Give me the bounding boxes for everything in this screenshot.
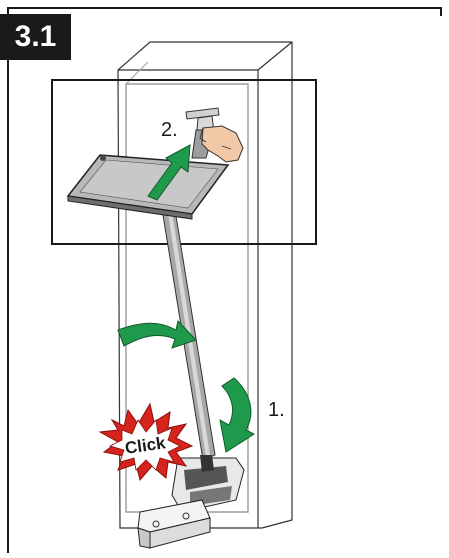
step-number-badge: 3.1 <box>0 14 71 60</box>
step-one-label: 1. <box>268 399 285 421</box>
base-mechanism <box>138 455 244 548</box>
step-two-label: 2. <box>161 119 178 141</box>
tray <box>68 155 228 219</box>
push-arrow <box>220 378 254 452</box>
